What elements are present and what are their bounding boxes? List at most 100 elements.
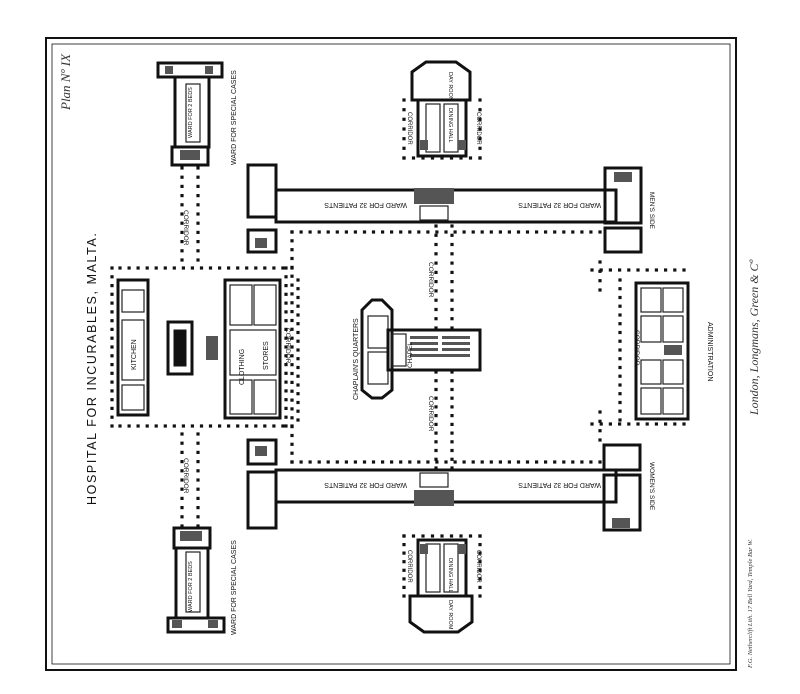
colonnade-column <box>434 387 438 392</box>
colonnade-column <box>402 534 406 538</box>
colonnade-column <box>290 283 294 287</box>
colonnade-column <box>450 270 454 274</box>
upper-dining-corridor-left: CORRIDOR <box>406 112 412 145</box>
colonnade-column <box>326 460 330 464</box>
colonnade-column <box>196 194 200 198</box>
colonnade-column <box>136 424 140 428</box>
colonnade-column <box>525 460 530 464</box>
colonnade-column <box>218 266 222 270</box>
colonnade-column <box>450 280 454 284</box>
colonnade-column <box>272 266 276 270</box>
lower-dining-corridor-left: CORRIDOR <box>406 550 412 583</box>
colonnade-column <box>196 524 200 528</box>
colonnade-column <box>290 310 294 314</box>
colonnade-column <box>507 230 511 234</box>
colonnade-column <box>618 374 622 378</box>
colonnade-column <box>618 357 622 361</box>
upper-ward: WARD FOR 32 PATIENTS WARD FOR 32 PATIENT… <box>246 163 643 254</box>
colonnade-column <box>196 175 200 179</box>
colonnade-column <box>317 460 321 464</box>
colonnade-column <box>411 534 416 538</box>
colonnade-column <box>390 460 394 464</box>
chapel-block: CHAPEL <box>360 298 482 400</box>
colonnade-column <box>478 577 482 581</box>
colonnade-column <box>110 301 114 305</box>
colonnade-column <box>381 460 385 464</box>
colonnade-column <box>471 230 475 234</box>
colonnade-column <box>450 326 454 330</box>
colonnade-column <box>450 370 454 374</box>
colonnade-column <box>284 292 288 296</box>
colonnade-column <box>516 460 521 464</box>
colonnade-column <box>180 166 184 170</box>
colonnade-column <box>290 318 294 323</box>
colonnade-column <box>402 577 406 581</box>
colonnade-column <box>590 422 594 426</box>
colonnade-column <box>430 156 435 160</box>
colonnade-column <box>673 268 677 272</box>
colonnade-column <box>459 156 463 160</box>
colonnade-column <box>180 249 184 253</box>
colonnade-column <box>281 266 285 270</box>
colonnade-column <box>290 248 294 252</box>
colonnade-column <box>450 396 454 400</box>
colonnade-column <box>402 98 406 102</box>
colonnade-column <box>172 424 176 428</box>
kitchen-label: KITCHEN <box>131 339 138 370</box>
colonnade-column <box>402 594 406 598</box>
colonnade-column <box>263 424 267 428</box>
colonnade-column <box>284 327 288 331</box>
colonnade-column <box>181 424 185 428</box>
colonnade-column <box>290 336 294 340</box>
colonnade-column <box>196 515 200 519</box>
special-ward-top: WARD FOR 2 BEDS <box>156 61 224 167</box>
colonnade-column <box>227 424 231 428</box>
colonnade-column <box>118 266 122 270</box>
stores-label: STORES <box>263 341 270 370</box>
colonnade-column <box>402 551 406 555</box>
colonnade-column <box>180 203 184 207</box>
colonnade-column <box>478 156 482 160</box>
colonnade-column <box>450 387 454 392</box>
colonnade-column <box>236 424 240 428</box>
colonnade-column <box>402 156 406 160</box>
colonnade-column <box>434 370 438 374</box>
colonnade-column <box>462 230 466 234</box>
service-block: KITCHEN CLOTHING STORES <box>116 278 282 420</box>
colonnade-column <box>299 230 303 234</box>
colonnade-column <box>296 304 300 308</box>
colonnade-column <box>290 266 294 270</box>
colonnade-column <box>599 268 603 272</box>
colonnade-column <box>421 534 425 538</box>
colonnade-column <box>284 301 288 305</box>
colonnade-column <box>440 534 444 538</box>
colonnade-column <box>344 460 348 464</box>
colonnade-column <box>618 400 622 405</box>
colonnade-column <box>402 560 406 564</box>
colonnade-column <box>553 230 557 234</box>
colonnade-column <box>434 466 438 470</box>
colonnade-column <box>450 414 454 418</box>
lower-day-room-label: DAY ROOM <box>447 600 453 630</box>
colonnade-column <box>296 278 300 282</box>
colonnade-column <box>525 230 530 234</box>
colonnade-column <box>450 298 454 302</box>
colonnade-column <box>489 460 493 464</box>
colonnade-column <box>290 371 294 376</box>
colonnade-column <box>110 275 114 279</box>
colonnade-column <box>296 287 300 291</box>
colonnade-column <box>284 424 288 428</box>
upper-dining-corridor-right: CORRIDOR <box>475 112 481 145</box>
colonnade-column <box>272 424 276 428</box>
colonnade-column <box>290 442 294 446</box>
colonnade-column <box>290 460 294 464</box>
colonnade-column <box>110 327 114 331</box>
colonnade-column <box>426 460 430 464</box>
colonnade-column <box>535 230 539 234</box>
colonnade-column <box>180 460 184 464</box>
colonnade-column <box>110 406 114 410</box>
colonnade-column <box>599 422 603 426</box>
colonnade-column <box>682 422 686 426</box>
colonnade-column <box>290 256 294 261</box>
engraver-credit: F.G. Netherclift Lith. 17 Bell Yard, Tem… <box>747 539 754 669</box>
